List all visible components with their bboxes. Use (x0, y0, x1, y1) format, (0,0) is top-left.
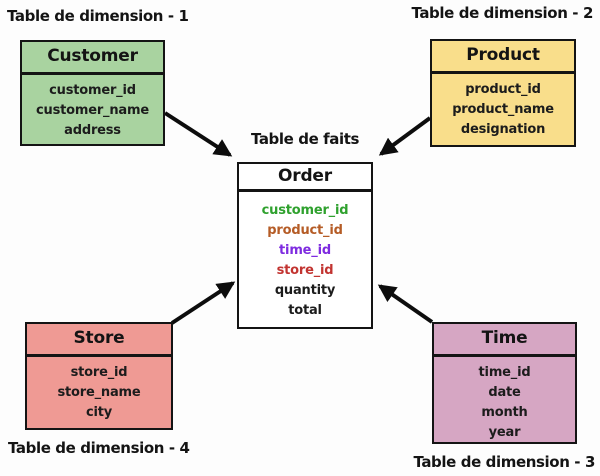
field-store-id-fk: store_id (276, 263, 334, 278)
field-store-name: store_name (57, 385, 141, 400)
field-store-id: store_id (70, 365, 128, 380)
field-product-id-fk: product_id (267, 223, 343, 238)
field-designation: designation (460, 122, 546, 137)
store-table-fields: store_id store_name city (27, 357, 171, 423)
field-quantity: quantity (274, 283, 336, 298)
dimension-3-caption: Table de dimension - 3 (413, 453, 595, 471)
field-total: total (288, 303, 322, 318)
order-fact-table: Order customer_id product_id time_id sto… (237, 162, 373, 329)
field-time-id-fk: time_id (279, 243, 331, 258)
field-product-name: product_name (452, 102, 554, 117)
customer-table: Customer customer_id customer_name addre… (20, 40, 165, 146)
fact-table-caption: Table de faits (250, 130, 360, 148)
store-table: Store store_id store_name city (25, 322, 173, 430)
product-table: Product product_id product_name designat… (430, 39, 576, 147)
order-table-title: Order (239, 164, 371, 192)
order-table-fields: customer_id product_id time_id store_id … (239, 192, 371, 321)
arrow-time-to-order (377, 284, 434, 324)
store-table-title: Store (27, 324, 171, 357)
dimension-4-caption: Table de dimension - 4 (8, 439, 190, 457)
customer-table-title: Customer (22, 42, 163, 75)
field-customer-name: customer_name (36, 103, 149, 118)
dimension-1-caption: Table de dimension - 1 (7, 7, 189, 25)
field-product-id: product_id (465, 82, 541, 97)
arrow-store-to-order (170, 281, 236, 325)
field-customer-id-fk: customer_id (261, 203, 349, 218)
time-table: Time time_id date month year (432, 322, 577, 444)
product-table-fields: product_id product_name designation (432, 74, 574, 140)
field-month: month (481, 405, 528, 420)
dimension-2-caption: Table de dimension - 2 (411, 4, 593, 22)
field-customer-id: customer_id (49, 83, 136, 98)
time-table-fields: time_id date month year (434, 357, 575, 443)
field-city: city (85, 405, 113, 420)
field-address: address (64, 123, 121, 138)
time-table-title: Time (434, 324, 575, 357)
product-table-title: Product (432, 41, 574, 74)
field-time-id: time_id (478, 365, 531, 380)
customer-table-fields: customer_id customer_name address (22, 75, 163, 141)
field-year: year (488, 425, 521, 440)
field-date: date (488, 385, 521, 400)
